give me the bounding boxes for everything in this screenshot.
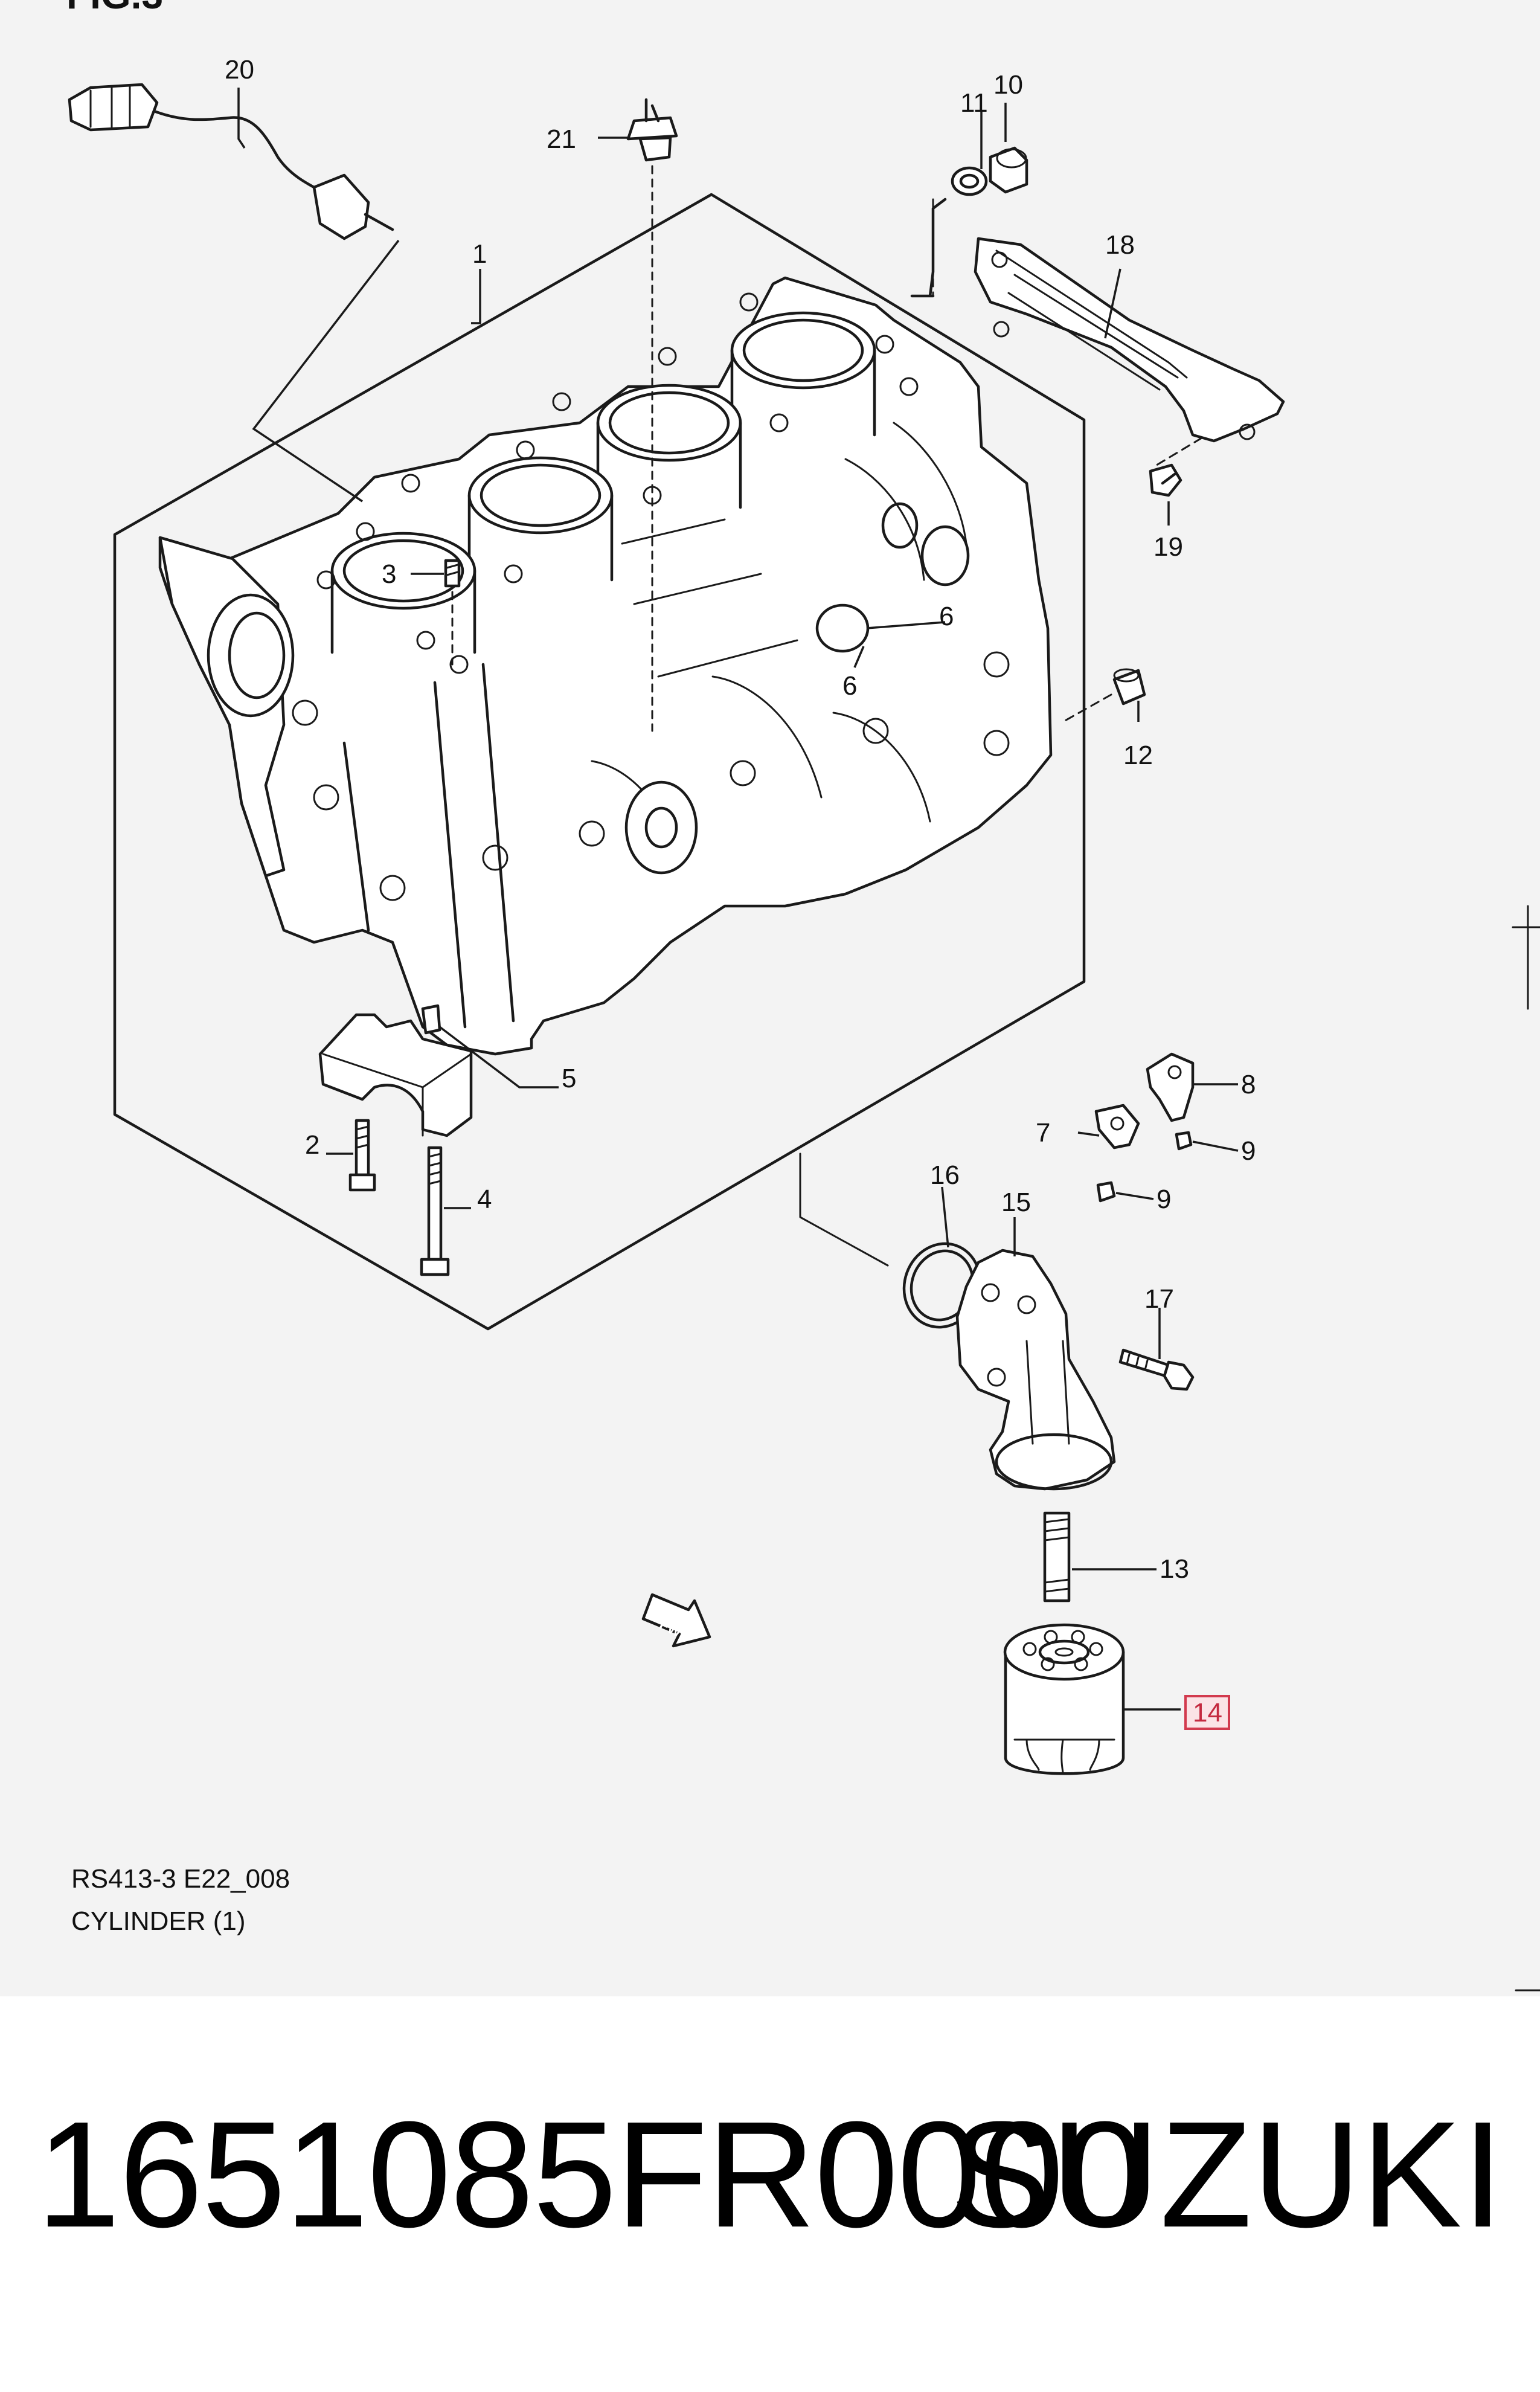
- callout-6a: 6: [939, 602, 954, 631]
- callout-21: 21: [547, 124, 576, 154]
- callout-5: 5: [562, 1064, 576, 1093]
- callouts: 1 2 3 4 5 6 6 7 8 9 9 10 11 12 13 14 16 …: [225, 55, 1256, 1730]
- oil-filter: [1003, 1623, 1125, 1775]
- callout-9a: 9: [1241, 1136, 1256, 1166]
- diagram-code: RS413-3 E22_008: [71, 1864, 290, 1894]
- head-dowel: [444, 559, 461, 666]
- section-title: CYLINDER (1): [71, 1906, 246, 1936]
- cover-bolt: [1149, 463, 1182, 497]
- callout-4: 4: [477, 1185, 492, 1214]
- part-number: 1651085FR0000: [36, 2090, 1147, 2259]
- figure-label: FIG.3: [66, 0, 163, 17]
- plug-and-gasket: [910, 146, 1028, 298]
- timing-chain-cover: [974, 237, 1285, 466]
- callout-13: 13: [1160, 1554, 1189, 1584]
- brand-name: SUZUKI: [950, 2090, 1504, 2259]
- leader-lines: [237, 88, 1239, 1711]
- callout-17: 17: [1144, 1284, 1174, 1314]
- oil-filter-stand: [955, 1249, 1116, 1491]
- callout-8: 8: [1241, 1070, 1256, 1099]
- cylinder-block: [158, 276, 1053, 1056]
- callout-7: 7: [1036, 1118, 1050, 1148]
- callout-1: 1: [472, 239, 487, 269]
- callout-18: 18: [1105, 230, 1135, 260]
- oil-filter-union: [1043, 1511, 1071, 1603]
- callout-20: 20: [225, 55, 254, 85]
- oil-pressure-switch: [626, 98, 678, 732]
- bearing-cap-bolt-short: [348, 1119, 376, 1192]
- filter-stand-bolt: [1118, 1348, 1195, 1391]
- knock-sensor: [68, 83, 394, 240]
- bracket-7: [1094, 1104, 1140, 1149]
- callout-11: 11: [960, 88, 988, 118]
- product-footer: 1651085FR0000 SUZUKI: [0, 2084, 1540, 2265]
- bracket-bolt-a: [1175, 1131, 1193, 1151]
- bearing-cap: [318, 1004, 473, 1137]
- highlight-box: [1184, 1695, 1230, 1730]
- callout-16: 16: [930, 1160, 960, 1190]
- bearing-cap-bolt-long: [420, 1146, 450, 1276]
- callout-12: 12: [1123, 741, 1153, 770]
- callout-3: 3: [382, 559, 396, 589]
- callout-15: 15: [1001, 1188, 1031, 1217]
- callout-9b: 9: [1157, 1185, 1171, 1214]
- dowel-pin: [1062, 668, 1146, 723]
- bracket-8: [1146, 1052, 1195, 1122]
- cylinder-block-frame: [113, 193, 1086, 1331]
- callout-14-highlighted: 14: [1193, 1698, 1222, 1728]
- bracket-bolt-b: [1096, 1181, 1116, 1203]
- callout-10: 10: [993, 70, 1023, 100]
- callout-6b: 6: [842, 671, 857, 701]
- fwd-arrow-icon: FWD: [641, 1593, 711, 1648]
- callout-19: 19: [1153, 532, 1183, 562]
- callout-2: 2: [305, 1130, 319, 1160]
- exploded-parts-diagram: FIG.3: [66, 0, 1540, 1992]
